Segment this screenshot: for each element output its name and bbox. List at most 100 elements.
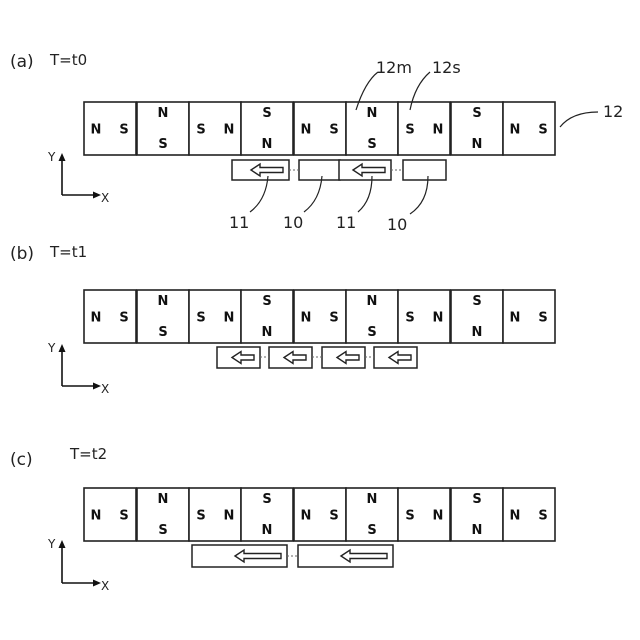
axis-y-label: Y <box>47 537 56 551</box>
magnet-block: NS <box>294 102 346 155</box>
magnet-pole-label: S <box>196 311 205 326</box>
magnet-block: NS <box>137 488 189 541</box>
coil-plain <box>299 160 340 180</box>
coil-arrow <box>374 347 417 368</box>
magnet-block: SN <box>241 488 293 541</box>
magnet-pole-label: N <box>367 492 378 507</box>
panel-a: (a) T=t0 NSNSSNSNNSNSSNSNNS 12m 12s 12 1… <box>10 51 623 234</box>
axis-y-label: Y <box>47 341 56 355</box>
panel-a-label: (a) <box>10 52 34 72</box>
panel-c: (c) T=t2 NSNSSNSNNSNSSNSNNS Y X <box>10 445 555 593</box>
magnet-pole-label: S <box>158 325 167 340</box>
ref-12: 12 <box>603 102 623 121</box>
magnet-pole-label: N <box>262 137 273 152</box>
magnet-pole-label: S <box>472 106 481 121</box>
magnet-pole-label: S <box>196 509 205 524</box>
magnet-block: SN <box>451 488 503 541</box>
leader-10-right <box>410 176 428 214</box>
magnet-pole-label: S <box>119 311 128 326</box>
coil-plain <box>403 160 446 180</box>
magnet-pole-label: N <box>510 123 521 138</box>
magnet-pole-label: N <box>158 106 169 121</box>
magnet-array-b: NSNSSNSNNSNSSNSNNS <box>84 290 555 343</box>
magnet-pole-label: S <box>329 123 338 138</box>
coil-row-a <box>232 160 446 180</box>
magnet-pole-label: N <box>224 509 235 524</box>
magnet-pole-label: S <box>538 311 547 326</box>
magnet-array-a: NSNSSNSNNSNSSNSNNS <box>84 102 555 155</box>
magnet-block: NS <box>346 102 398 155</box>
magnet-pole-label: N <box>91 509 102 524</box>
coil-arrow <box>217 347 260 368</box>
magnet-block: SN <box>189 488 241 541</box>
leader-10-left <box>304 176 322 212</box>
ref-12m: 12m <box>376 58 412 77</box>
magnet-pole-label: S <box>367 137 376 152</box>
magnet-pole-label: S <box>367 523 376 538</box>
magnet-pole-label: S <box>405 123 414 138</box>
magnet-pole-label: S <box>196 123 205 138</box>
magnet-block: SN <box>189 102 241 155</box>
magnet-pole-label: S <box>158 523 167 538</box>
magnet-pole-label: N <box>301 123 312 138</box>
axis-y-label: Y <box>47 150 56 164</box>
axis-indicator-a: Y X <box>47 150 109 205</box>
magnet-block: NS <box>346 290 398 343</box>
magnet-block: NS <box>294 290 346 343</box>
magnet-pole-label: S <box>158 137 167 152</box>
magnet-block: NS <box>346 488 398 541</box>
panel-b-time: T=t1 <box>49 243 87 261</box>
magnet-block: SN <box>241 290 293 343</box>
magnet-block: SN <box>398 102 450 155</box>
magnet-pole-label: S <box>262 492 271 507</box>
ref-12s: 12s <box>432 58 461 77</box>
magnet-pole-label: N <box>158 294 169 309</box>
coil-arrow <box>298 545 393 567</box>
magnet-pole-label: S <box>472 492 481 507</box>
coil-arrow <box>322 347 365 368</box>
magnet-block: SN <box>398 488 450 541</box>
magnet-block: NS <box>137 290 189 343</box>
leader-11-right <box>358 176 372 212</box>
magnet-block: SN <box>451 290 503 343</box>
magnet-block: NS <box>503 488 555 541</box>
magnet-pole-label: S <box>538 123 547 138</box>
ref-11-right: 11 <box>336 213 356 232</box>
magnet-pole-label: N <box>301 509 312 524</box>
axis-x-label: X <box>101 579 109 593</box>
magnet-block: SN <box>241 102 293 155</box>
magnet-block: NS <box>84 102 136 155</box>
magnet-pole-label: N <box>262 523 273 538</box>
coil-arrow <box>269 347 312 368</box>
magnet-pole-label: S <box>367 325 376 340</box>
magnet-pole-label: N <box>510 311 521 326</box>
magnet-block: NS <box>137 102 189 155</box>
panel-a-time: T=t0 <box>49 51 87 69</box>
panel-b-label: (b) <box>10 244 34 264</box>
magnet-pole-label: N <box>433 509 444 524</box>
magnet-block: NS <box>503 102 555 155</box>
axis-indicator-b: Y X <box>47 341 109 396</box>
magnet-pole-label: N <box>224 123 235 138</box>
magnet-pole-label: N <box>472 325 483 340</box>
magnet-block: SN <box>451 102 503 155</box>
axis-x-label: X <box>101 382 109 396</box>
magnet-pole-label: N <box>433 123 444 138</box>
magnet-pole-label: S <box>405 509 414 524</box>
magnet-block: SN <box>189 290 241 343</box>
magnet-pole-label: S <box>329 311 338 326</box>
magnet-pole-label: N <box>510 509 521 524</box>
magnet-block: NS <box>84 290 136 343</box>
magnet-pole-label: N <box>158 492 169 507</box>
magnet-pole-label: N <box>472 523 483 538</box>
magnet-pole-label: S <box>262 106 271 121</box>
magnet-block: NS <box>503 290 555 343</box>
magnet-pole-label: N <box>224 311 235 326</box>
axis-indicator-c: Y X <box>47 537 109 593</box>
coil-arrow <box>232 160 289 180</box>
magnet-pole-label: S <box>262 294 271 309</box>
leader-12 <box>560 112 598 127</box>
magnet-pole-label: S <box>119 123 128 138</box>
magnet-pole-label: S <box>472 294 481 309</box>
magnet-array-c: NSNSSNSNNSNSSNSNNS <box>84 488 555 541</box>
